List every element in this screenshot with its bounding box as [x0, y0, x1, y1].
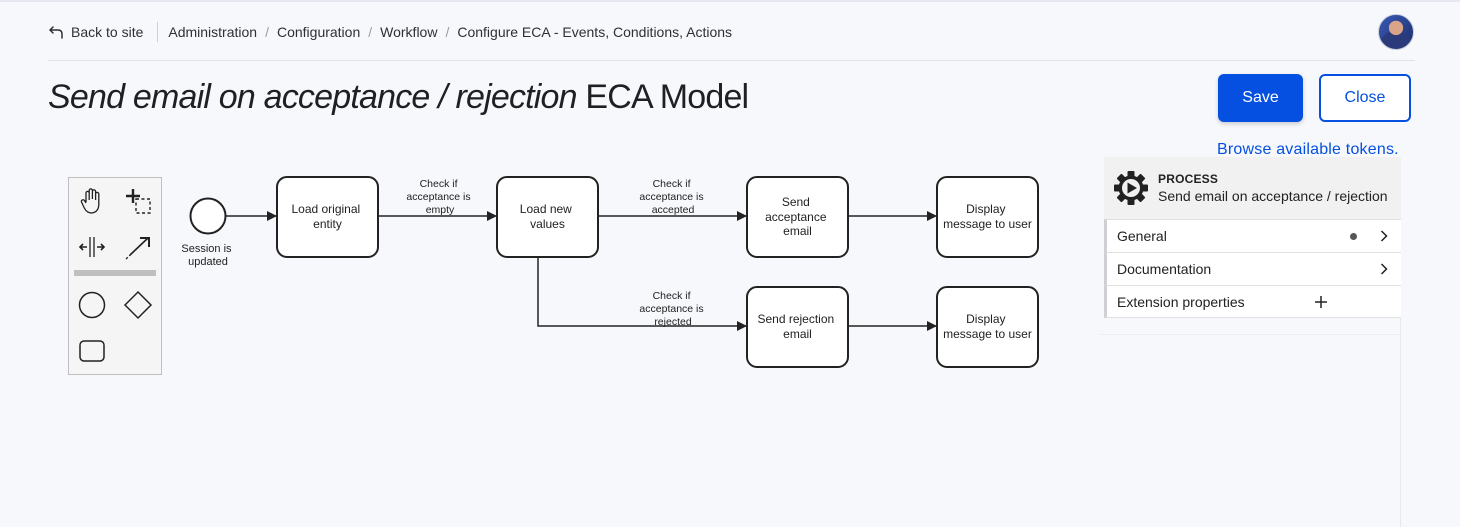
- chevron-right-icon: [1380, 230, 1388, 242]
- task-label: Send rejection email: [757, 312, 837, 341]
- create-start-event-icon[interactable]: [74, 287, 110, 323]
- space-tool-icon[interactable]: [74, 229, 110, 265]
- breadcrumb-configuration[interactable]: Configuration: [276, 24, 361, 40]
- task-send-rejection-email[interactable]: [746, 286, 849, 368]
- add-icon[interactable]: [1314, 295, 1328, 309]
- browse-tokens-link[interactable]: Browse available tokens.: [1217, 141, 1399, 158]
- page-title-model-name: Send email on acceptance / rejection: [48, 78, 578, 116]
- breadcrumb-separator: /: [368, 24, 373, 40]
- svg-text:Session is updated: Session is updated: [181, 243, 234, 268]
- condition-label-empty[interactable]: Check if acceptance is empty: [406, 178, 473, 216]
- group-extension-properties[interactable]: Extension properties: [1104, 285, 1401, 318]
- task-label: Display message to user: [943, 202, 1032, 231]
- lasso-tool-icon[interactable]: [120, 183, 156, 219]
- back-arrow-icon: [49, 26, 63, 39]
- process-gear-icon: [1114, 171, 1148, 205]
- data-marker-icon: [1350, 232, 1357, 240]
- flow-load-new-to-send-rejection[interactable]: [537, 257, 747, 331]
- condition-label-rejected[interactable]: Check if acceptance is rejected: [639, 290, 706, 328]
- element-name: Send email on acceptance / rejection: [1158, 188, 1388, 204]
- page-title: Send email on acceptance / rejection ECA…: [48, 78, 749, 117]
- palette-separator: [74, 270, 156, 276]
- save-button[interactable]: Save: [1218, 74, 1303, 122]
- global-connect-tool-icon[interactable]: [120, 229, 156, 265]
- header-divider: [48, 60, 1415, 61]
- panel-rail: [1400, 158, 1401, 527]
- page-title-suffix: ECA Model: [585, 78, 749, 116]
- breadcrumb-separator: /: [445, 24, 450, 40]
- create-task-icon[interactable]: [74, 333, 110, 369]
- task-label: Display message to user: [943, 312, 1032, 341]
- group-label: Documentation: [1117, 261, 1212, 277]
- task-display-message-1[interactable]: [936, 176, 1039, 258]
- user-avatar[interactable]: [1378, 14, 1414, 50]
- task-label: Send acceptance email: [765, 195, 830, 238]
- breadcrumb-administration[interactable]: Administration: [168, 24, 258, 40]
- properties-panel-header: PROCESS Send email on acceptance / rejec…: [1104, 157, 1401, 219]
- bpmn-canvas[interactable]: Session is updated Load original entity …: [0, 140, 1100, 527]
- element-type: PROCESS: [1158, 172, 1219, 186]
- hand-tool-icon[interactable]: [74, 183, 110, 219]
- breadcrumb-separator: /: [265, 24, 269, 40]
- breadcrumb-divider: [157, 22, 159, 42]
- properties-panel: PROCESS Send email on acceptance / rejec…: [1104, 157, 1401, 318]
- group-documentation[interactable]: Documentation: [1104, 252, 1401, 285]
- task-label: Load original entity: [291, 202, 363, 231]
- breadcrumb: Back to site Administration / Configurat…: [48, 22, 732, 42]
- chevron-right-icon: [1380, 263, 1388, 275]
- group-general[interactable]: General: [1104, 219, 1401, 252]
- condition-label-accepted[interactable]: Check if acceptance is accepted: [639, 178, 706, 216]
- back-to-site-link[interactable]: Back to site: [48, 24, 143, 40]
- start-event[interactable]: [189, 197, 227, 235]
- task-load-new-values[interactable]: [496, 176, 599, 258]
- task-load-original-entity[interactable]: [276, 176, 379, 258]
- task-label: Load new values: [520, 202, 575, 231]
- properties-panel-title: PROCESS Send email on acceptance / rejec…: [1158, 172, 1388, 204]
- task-display-message-2[interactable]: [936, 286, 1039, 368]
- top-border: [0, 0, 1460, 2]
- task-send-acceptance-email[interactable]: [746, 176, 849, 258]
- panel-footer-line: [1099, 334, 1401, 335]
- start-event-label: Session is: [181, 243, 232, 255]
- breadcrumb-workflow[interactable]: Workflow: [380, 24, 438, 40]
- tool-palette: [68, 177, 162, 375]
- group-label: Extension properties: [1117, 293, 1245, 310]
- back-to-site-label: Back to site: [71, 24, 144, 40]
- close-button[interactable]: Close: [1319, 74, 1411, 122]
- create-gateway-icon[interactable]: [120, 287, 156, 323]
- group-label: General: [1117, 228, 1167, 244]
- breadcrumb-configure-eca[interactable]: Configure ECA - Events, Conditions, Acti…: [457, 24, 733, 40]
- start-event-label: updated: [188, 256, 228, 268]
